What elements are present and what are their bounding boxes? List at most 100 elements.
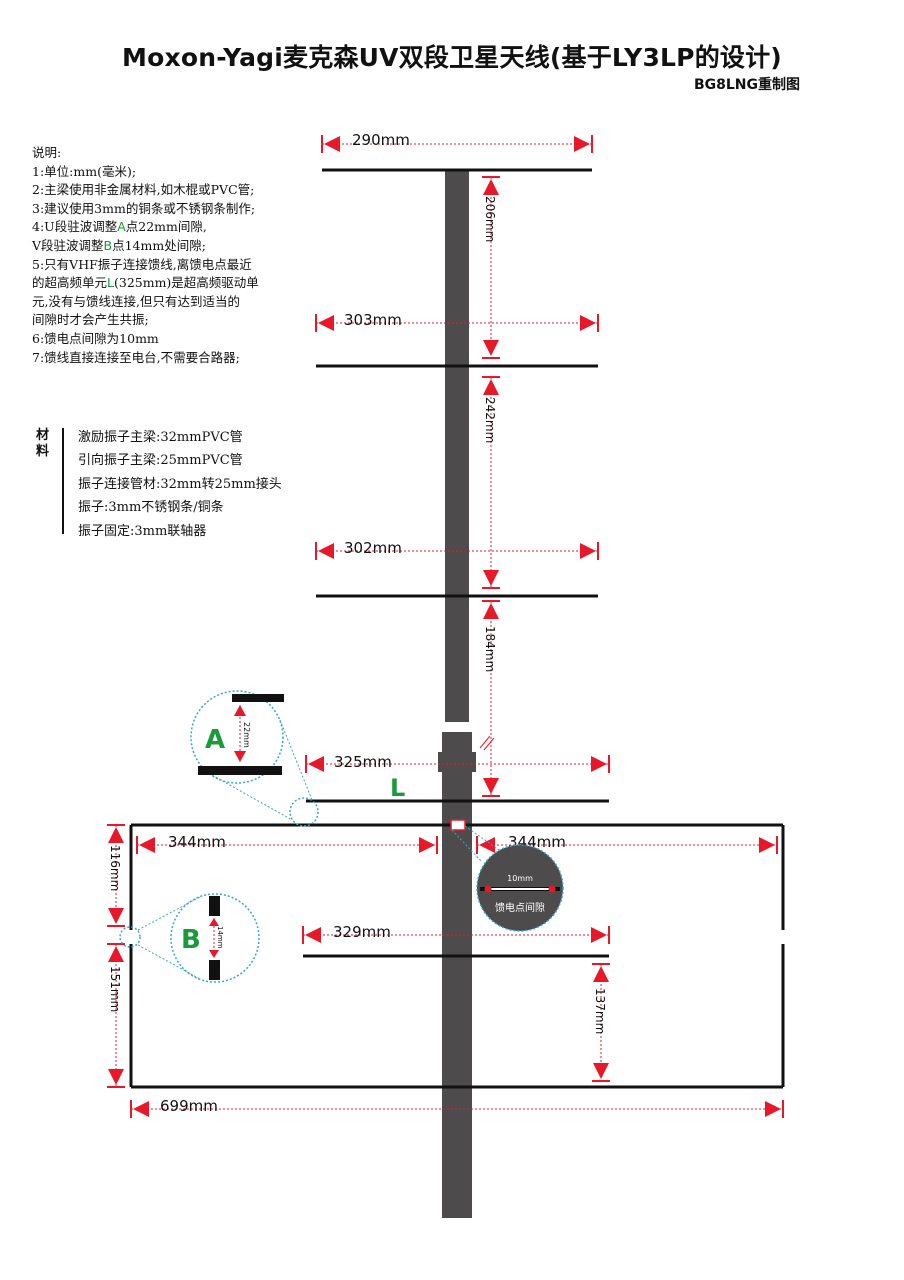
dim-d344a: 344mm — [136, 833, 438, 854]
detail-leader — [279, 719, 313, 801]
boom-upper — [445, 170, 469, 722]
feed-terminal — [484, 885, 492, 893]
gap-arrow — [234, 751, 246, 762]
dim-arrow — [483, 379, 499, 395]
material-item: 振子连接管材:32mm转25mm接头 — [78, 476, 282, 492]
dim-arrow — [765, 1101, 781, 1117]
feed-point-marker — [450, 819, 466, 831]
note-line: 1:单位:mm(毫米); — [32, 163, 137, 179]
detail-feed-point: 10mm 馈电点间隙 — [451, 825, 564, 932]
dim-arrow — [305, 927, 321, 943]
note-line: 2:主梁使用非金属材料,如木棍或PVC管; — [32, 182, 255, 198]
detail-source-circle — [289, 797, 319, 827]
feed-terminal — [548, 885, 556, 893]
dim-v184: 184mm — [482, 600, 500, 797]
dim-label: 206mm — [483, 196, 497, 242]
detail-leader — [464, 825, 503, 853]
dim-arrow — [593, 1063, 609, 1079]
dim-label: 344mm — [168, 833, 226, 851]
dim-arrow — [593, 966, 609, 982]
note-line: 3:建议使用3mm的铜条或不锈钢条制作; — [32, 200, 256, 216]
detail-circle — [170, 893, 260, 983]
gap-arrow — [234, 705, 246, 716]
dim-arrow — [483, 603, 499, 619]
dim-arrow — [139, 837, 155, 853]
dim-arrow — [591, 927, 607, 943]
dim-arrow — [108, 827, 124, 843]
dim-arrow — [108, 946, 124, 962]
note-line: 4:U段驻波调整A点22mm间隙, — [32, 219, 207, 235]
break-mark — [483, 737, 495, 751]
boom-lower — [442, 732, 472, 1218]
dim-arrow — [108, 908, 124, 924]
note-line: 7:馈线直接连接至电台,不需要合路器; — [32, 349, 240, 365]
materials-list: 激励振子主梁:32mmPVC管 引向振子主梁:25mmPVC管 振子连接管材:3… — [78, 426, 282, 543]
note-line: 的超高频单元L(325mm)是超高频驱动单 — [32, 275, 259, 291]
dim-arrow — [483, 340, 499, 356]
dim-label: 302mm — [344, 539, 402, 557]
dim-v151: 151mm — [107, 943, 125, 1088]
dim-label: 242mm — [483, 397, 497, 443]
element-end — [209, 960, 220, 980]
dim-label: 151mm — [108, 966, 122, 1012]
notes-heading: 说明: — [32, 145, 62, 160]
dim-d325: 325mm — [305, 753, 610, 773]
dim-arrow — [759, 837, 775, 853]
dim-v206: 206mm — [482, 176, 500, 359]
dim-arrow — [308, 756, 324, 772]
dim-arrow — [318, 543, 334, 559]
dim-label: 184mm — [483, 626, 497, 672]
dim-d302: 302mm — [315, 539, 599, 560]
boom-connector — [438, 752, 476, 772]
author-credit: BG8LNG重制图 — [693, 77, 800, 93]
break-mark — [479, 735, 491, 749]
dim-v137: 137mm — [592, 963, 610, 1082]
materials-divider — [62, 428, 64, 534]
dim-arrow — [419, 837, 435, 853]
note-line: 间隙时才会产生共振; — [32, 312, 149, 328]
dim-arrow — [483, 179, 499, 195]
detail-leader — [451, 829, 483, 863]
note-line: V段驻波调整B点14mm处间隙; — [32, 237, 206, 253]
dim-arrow — [324, 136, 340, 152]
note-line: 5:只有VHF振子连接馈线,离馈电点最近 — [32, 256, 252, 272]
dim-label: 137mm — [593, 988, 607, 1034]
gap-label: 22mm — [242, 722, 251, 748]
feed-gap-value: 10mm — [507, 874, 533, 883]
dim-label: 116mm — [108, 845, 122, 891]
dim-arrow — [580, 543, 596, 559]
dim-arrow — [318, 315, 334, 331]
dim-v116: 116mm — [107, 824, 125, 927]
materials-label: 材料 — [36, 428, 50, 459]
dim-d303: 303mm — [315, 311, 599, 332]
material-item: 振子固定:3mm联轴器 — [78, 523, 207, 539]
dim-arrow — [479, 837, 495, 853]
element-end — [198, 766, 282, 775]
feed-gap-caption: 馈电点间隙 — [495, 901, 545, 914]
gap-arrow — [209, 918, 219, 926]
detail-leader — [211, 774, 293, 821]
dim-arrow — [574, 136, 590, 152]
dim-d699: 699mm — [130, 1097, 784, 1118]
page-title: Moxon-Yagi麦克森UV双段卫星天线(基于LY3LP的设计) — [122, 43, 782, 72]
notes-panel: 说明: 1:单位:mm(毫米); 2:主梁使用非金属材料,如木棍或PVC管; 3… — [32, 144, 312, 367]
dim-label: 303mm — [344, 311, 402, 329]
dim-arrow — [133, 1101, 149, 1117]
dim-v242: 242mm — [482, 376, 500, 589]
dim-arrow — [483, 570, 499, 586]
dim-label: 290mm — [352, 131, 410, 149]
dim-d329: 329mm — [302, 923, 610, 944]
material-item: 引向振子主梁:25mmPVC管 — [78, 453, 243, 469]
material-item: 振子:3mm不锈钢条/铜条 — [78, 500, 224, 516]
dim-d290: 290mm — [321, 131, 593, 153]
note-line: 元,没有与馈线连接,但只有达到适当的 — [32, 293, 240, 309]
gap-arrow — [209, 950, 219, 958]
element-end — [232, 694, 284, 702]
material-item: 激励振子主梁:32mmPVC管 — [78, 430, 243, 445]
element-end — [209, 896, 220, 916]
dim-arrow — [483, 778, 499, 794]
dim-label: 699mm — [160, 1097, 218, 1115]
dim-label: 329mm — [333, 923, 391, 941]
dim-label: 325mm — [334, 753, 392, 771]
